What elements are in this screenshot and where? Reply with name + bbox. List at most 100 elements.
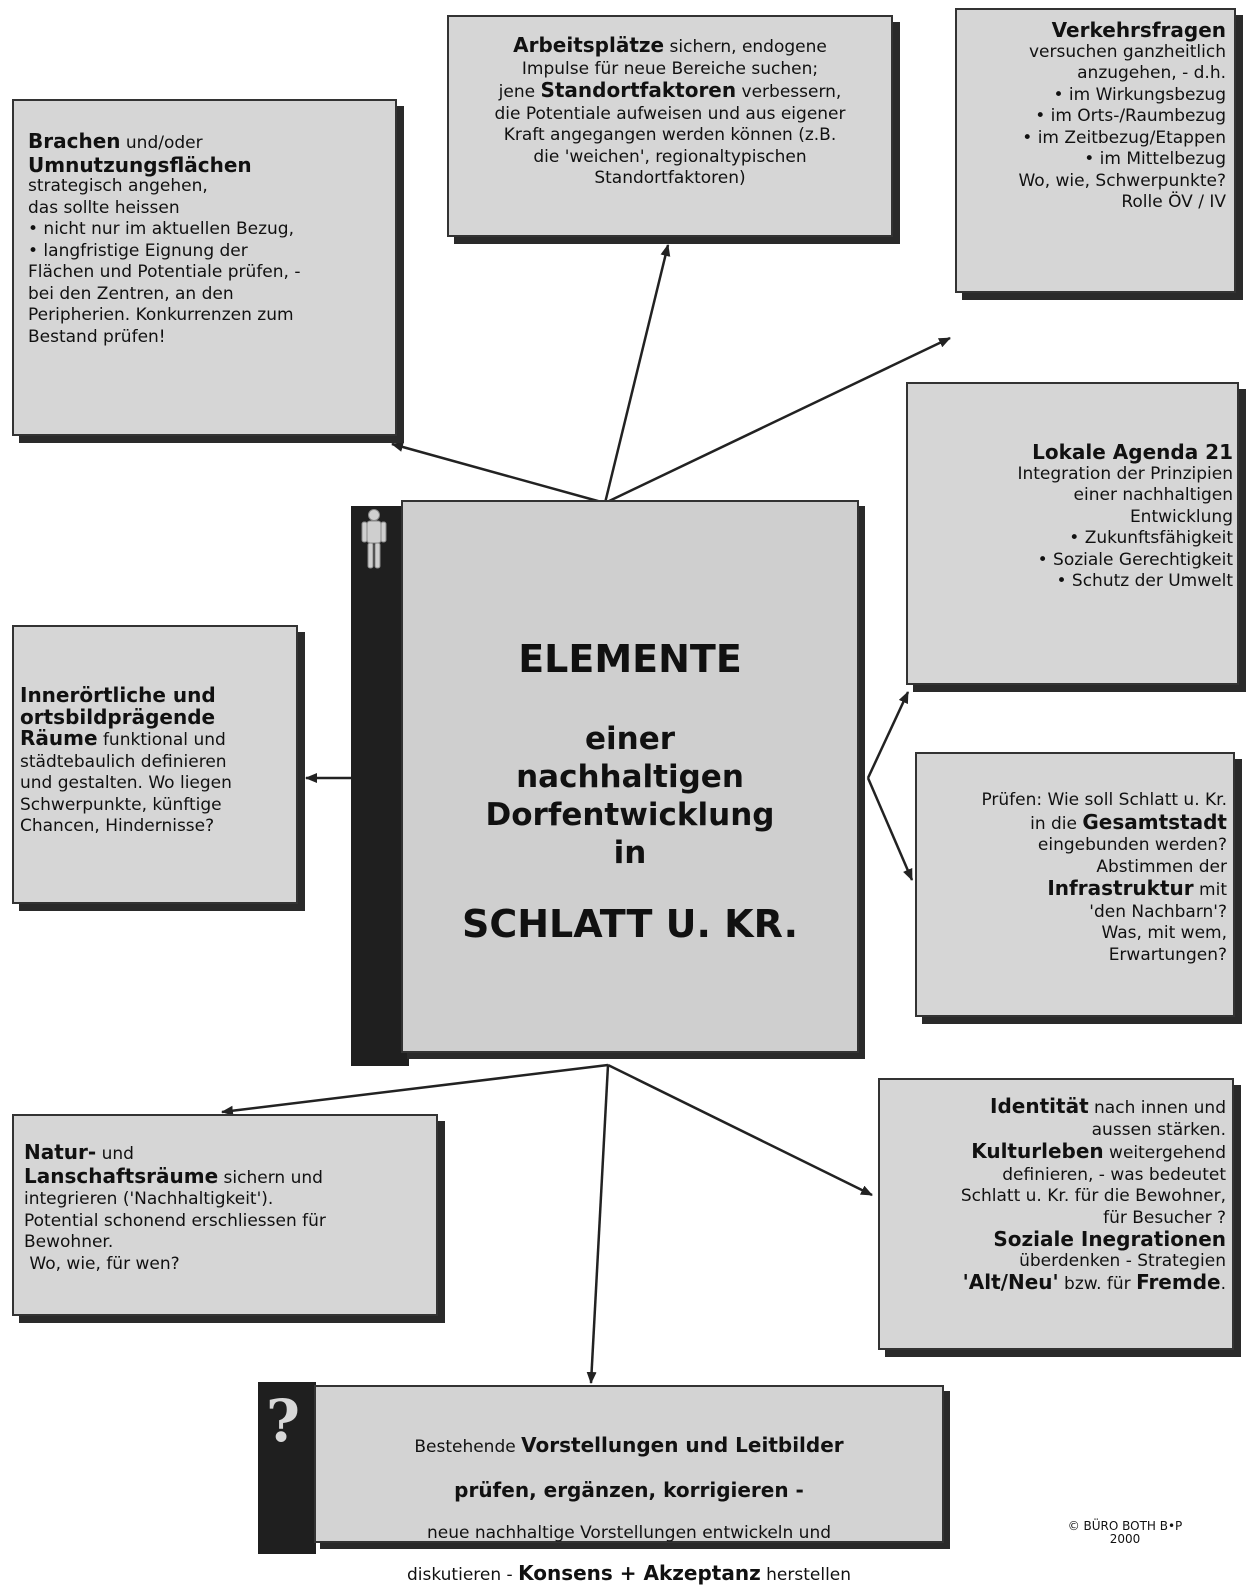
- identitaet-title: Identität: [990, 1094, 1089, 1118]
- agenda21-title: Lokale Agenda 21: [1032, 440, 1233, 464]
- arbeit-line: Standortfaktoren): [594, 168, 746, 188]
- bottom-text: herstellen: [760, 1565, 852, 1585]
- agenda-line: • Soziale Gerechtigkeit: [1037, 549, 1233, 570]
- soziale-integrationen-title: Soziale Inegrationen: [993, 1227, 1226, 1251]
- identitaet-text: nach innen und: [1088, 1098, 1226, 1118]
- raeume-label: Räume: [20, 726, 98, 750]
- brachen-line: Peripherien. Konkurrenzen zum: [28, 305, 294, 325]
- leitbilder-subtitle: prüfen, ergänzen, korrigieren -: [454, 1478, 804, 1502]
- arrow-to-brachen: [391, 442, 606, 505]
- agenda-line: • Schutz der Umwelt: [1056, 571, 1233, 591]
- identitaet-text: weitergehend: [1103, 1143, 1226, 1163]
- center-title: ELEMENTE: [518, 637, 742, 681]
- natur-title: Natur-: [24, 1140, 97, 1164]
- person-icon: [361, 509, 387, 569]
- agenda21-box: Lokale Agenda 21 Integration der Prinzip…: [906, 382, 1239, 685]
- verkehr-line: • im Zeitbezug/Etappen: [1022, 127, 1226, 148]
- agenda-line: einer nachhaltigen: [1073, 485, 1233, 505]
- identitaet-line: definieren, - was bedeutet: [1002, 1164, 1226, 1185]
- arbeit-line: Impulse für neue Bereiche suchen;: [521, 58, 819, 79]
- natur-text: sichern und: [218, 1167, 323, 1188]
- natur-box: Natur- und Lanschaftsräume sichern und i…: [12, 1114, 438, 1316]
- bottom-box-sidebar: [258, 1382, 316, 1554]
- agenda-line: Entwicklung: [1129, 506, 1233, 527]
- identitaet-line: für Besucher ?: [1103, 1207, 1226, 1228]
- innenraeume-box: Innerörtliche und ortsbildprägende Räume…: [12, 625, 298, 904]
- innen-line: städtebaulich definieren: [20, 751, 227, 772]
- center-box: ELEMENTE einer nachhaltigen Dorfentwickl…: [401, 500, 859, 1053]
- arrow-to-arbeitsplaetze: [603, 244, 671, 504]
- brachen-title: Brachen: [28, 129, 121, 153]
- verkehr-line: Wo, wie, Schwerpunkte?: [1018, 170, 1226, 191]
- gesamtstadt-label: Gesamtstadt: [1082, 809, 1227, 834]
- konsens-label: Konsens + Akzeptanz: [518, 1561, 761, 1585]
- center-subtitle: einer nachhaltigen Dorfentwicklung in: [403, 720, 857, 872]
- leitbilder-box: Bestehende Vorstellungen und Leitbilder …: [314, 1385, 944, 1585]
- arbeit-line: Kraft angegangen werden können (z.B.: [503, 125, 837, 145]
- arrow-to-gesamtstadt: [866, 777, 914, 881]
- identitaet-text: .: [1220, 1274, 1226, 1294]
- center-place-name: SCHLATT U. KR.: [461, 902, 799, 946]
- connector-arrows: [221, 244, 951, 1384]
- natur-text: und: [96, 1144, 134, 1164]
- brachen-line: • langfristige Eignung der: [28, 240, 248, 261]
- pruefen-line: Abstimmen der: [1096, 856, 1227, 877]
- innenraeume-title: Innerörtliche und: [20, 683, 216, 707]
- innen-line: Schwerpunkte, künftige: [20, 794, 222, 815]
- identitaet-text: bzw. für: [1058, 1274, 1137, 1294]
- arbeitsplaetze-box: Arbeitsplätze sichern, endogene Impulse …: [447, 15, 893, 237]
- gesamtstadt-box: Prüfen: Wie soll Schlatt u. Kr. in die G…: [915, 752, 1235, 1017]
- arbeit-text: verbessern,: [736, 82, 842, 102]
- arbeit-text: jene: [498, 82, 541, 102]
- identitaet-box: Identität nach innen und aussen stärken.…: [878, 1078, 1234, 1350]
- brachen-line: Bestand prüfen!: [28, 326, 166, 347]
- brachen-line: das sollte heissen: [28, 197, 180, 218]
- umnutzung-title: Umnutzungsflächen: [28, 152, 252, 177]
- natur-line: Potential schonend erschliessen für: [24, 1210, 326, 1231]
- leitbilder-title: Vorstellungen und Leitbilder: [521, 1433, 844, 1457]
- fremde-label: Fremde: [1136, 1270, 1221, 1294]
- arrow-to-agenda21: [866, 691, 910, 779]
- pruefen-line: Was, mit wem,: [1101, 923, 1227, 943]
- innenraeume-title-2: ortsbildprägende: [20, 704, 216, 729]
- arrow-to-leitbilder: [586, 1064, 610, 1384]
- arrow-to-verkehrsfragen: [604, 336, 951, 505]
- bottom-text: Bestehende: [414, 1437, 522, 1457]
- verkehr-line: • im Mittelbezug: [1084, 149, 1226, 169]
- standortfaktoren-label: Standortfaktoren: [540, 78, 737, 102]
- pruefen-text: in die: [1030, 813, 1083, 834]
- pruefen-line: Erwartungen?: [1108, 944, 1227, 965]
- arbeitsplaetze-title: Arbeitsplätze: [513, 33, 665, 57]
- innen-line: Chancen, Hindernisse?: [20, 816, 215, 836]
- natur-line: Bewohner.: [24, 1232, 114, 1252]
- center-subtitle-line: Dorfentwicklung: [485, 797, 775, 833]
- verkehr-line: • im Orts-/Raumbezug: [1035, 106, 1226, 126]
- verkehrsfragen-box: Verkehrsfragen versuchen ganzheitlich an…: [955, 8, 1236, 293]
- brachen-box: Brachen und/oder Umnutzungsflächen strat…: [12, 99, 397, 436]
- brachen-line: strategisch angehen,: [28, 176, 208, 196]
- natur-line: Wo, wie, für wen?: [24, 1253, 180, 1274]
- copyright-year: 2000: [1109, 1532, 1141, 1546]
- brachen-line: • nicht nur im aktuellen Bezug,: [28, 219, 295, 239]
- verkehr-line: versuchen ganzheitlich: [1029, 41, 1226, 62]
- bottom-line: neue nachhaltige Vorstellungen entwickel…: [426, 1523, 832, 1543]
- infrastruktur-label: Infrastruktur: [1047, 876, 1194, 900]
- arrow-to-natur: [221, 1063, 609, 1116]
- identitaet-line: Schlatt u. Kr. für die Bewohner,: [960, 1186, 1226, 1206]
- arbeit-text: sichern, endogene: [664, 37, 827, 57]
- verkehr-line: anzugehen, - d.h.: [1077, 63, 1226, 83]
- copyright-notice: © BÜRO BOTH B•P 2000: [1030, 1520, 1220, 1546]
- question-mark-icon: ?: [266, 1387, 300, 1455]
- center-subtitle-line: einer: [584, 721, 676, 757]
- verkehrsfragen-title: Verkehrsfragen: [1051, 18, 1226, 42]
- verkehr-line: • im Wirkungsbezug: [1053, 84, 1226, 105]
- natur-line: integrieren ('Nachhaltigkeit').: [24, 1189, 274, 1209]
- verkehr-line: Rolle ÖV / IV: [1121, 192, 1226, 212]
- center-box-sidebar: [351, 506, 409, 1066]
- pruefen-line: eingebunden werden?: [1037, 835, 1227, 855]
- bottom-text: diskutieren -: [406, 1565, 519, 1585]
- arrow-to-identitaet: [607, 1063, 873, 1197]
- brachen-title-rest: und/oder: [120, 133, 203, 153]
- pruefen-line: 'den Nachbarn'?: [1089, 901, 1227, 922]
- center-subtitle-line: in: [613, 835, 647, 871]
